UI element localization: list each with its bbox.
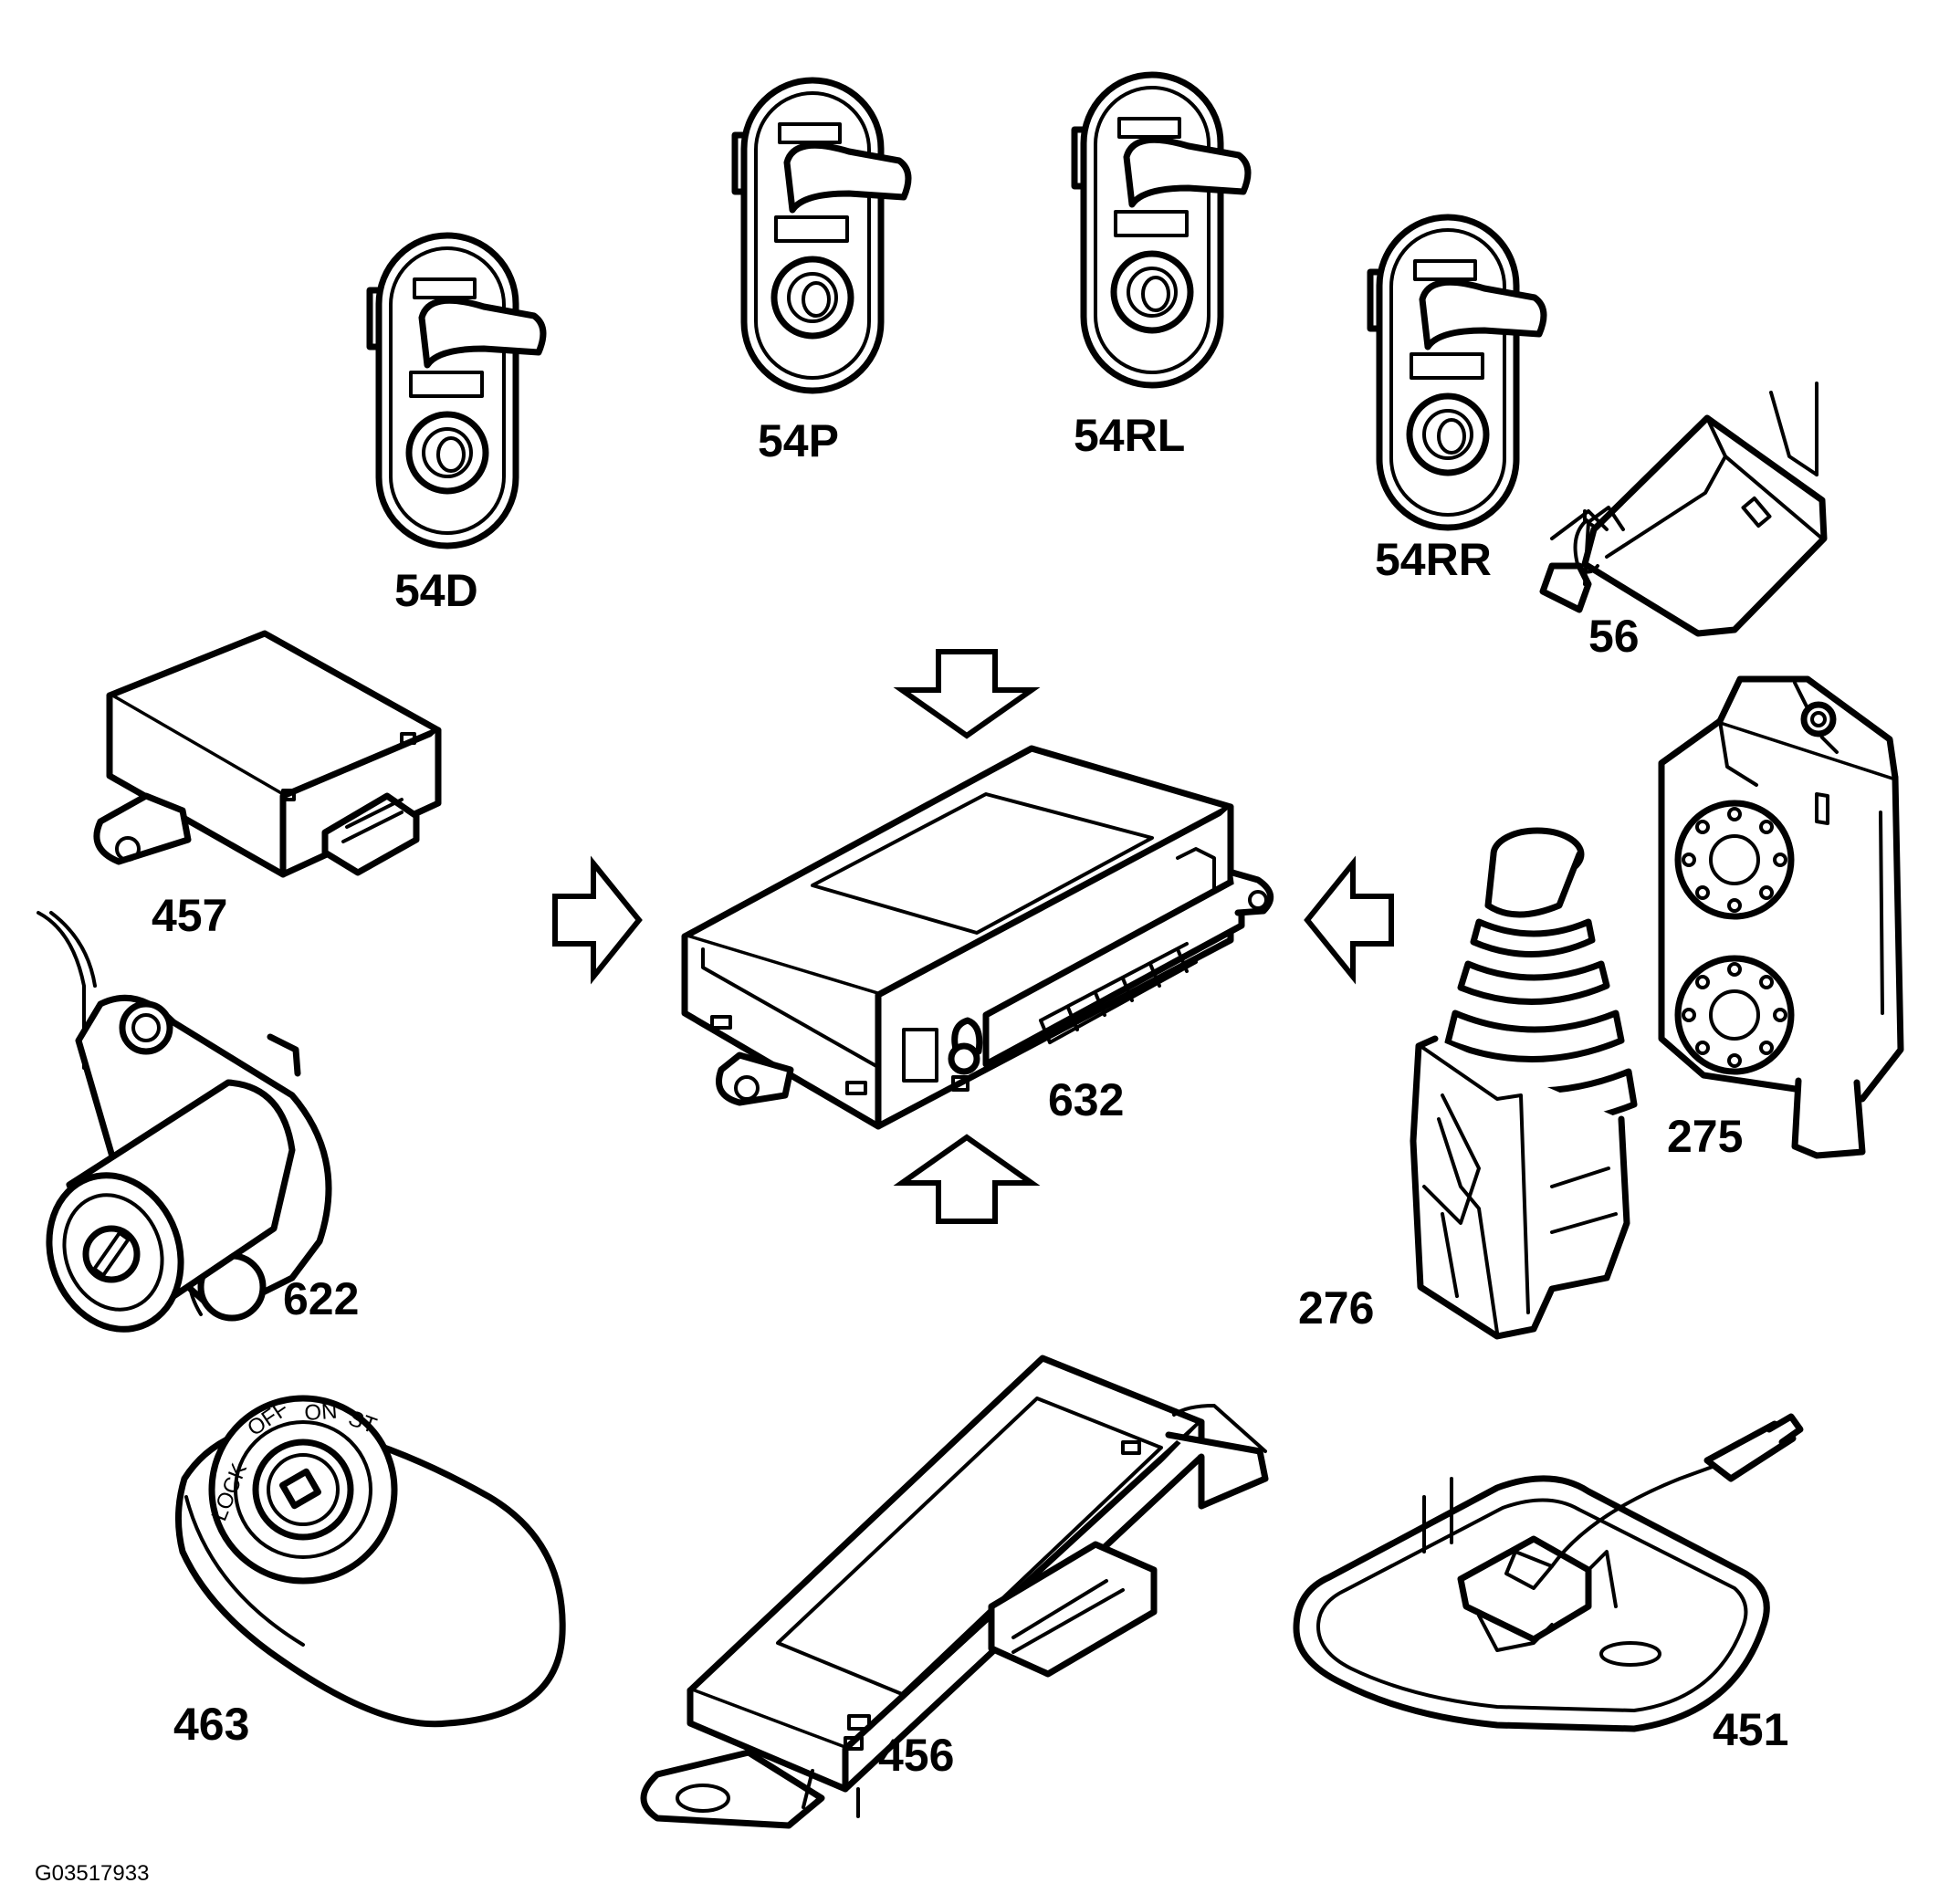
ignition-on-label: ON [304, 1399, 339, 1426]
callout-622: 622 [283, 1273, 359, 1324]
callout-54rl: 54RL [1074, 410, 1185, 461]
callout-276: 276 [1298, 1282, 1374, 1334]
callout-451: 451 [1713, 1704, 1788, 1755]
module-457 [93, 630, 442, 878]
figure-id: G03517933 [35, 1861, 149, 1886]
arrow-from-bottom [893, 1134, 1041, 1224]
interior-sensor-451 [1293, 1413, 1804, 1732]
callout-54p: 54P [758, 415, 839, 466]
callout-463: 463 [173, 1699, 249, 1750]
arrow-from-right [1304, 855, 1394, 985]
door-switch-54rl [1074, 75, 1248, 385]
callout-54d: 54D [394, 565, 478, 616]
callout-632: 632 [1048, 1074, 1124, 1125]
callout-54rr: 54RR [1375, 534, 1492, 585]
door-switch-54d [370, 235, 543, 546]
callout-275: 275 [1667, 1111, 1743, 1162]
hood-switch-56 [1539, 382, 1828, 637]
module-456 [640, 1355, 1269, 1829]
door-switch-54rr [1370, 217, 1544, 528]
callout-457: 457 [152, 890, 227, 941]
callout-56: 56 [1588, 611, 1640, 662]
lock-cylinder-622 [37, 911, 332, 1333]
callout-456: 456 [878, 1730, 954, 1781]
arrow-from-left [552, 855, 643, 985]
siren-275 [1658, 675, 1904, 1159]
tilt-sensor-276 [1410, 827, 1638, 1340]
door-switch-54p [735, 80, 908, 391]
ignition-switch-463: LOCK OFF ON ST [175, 1395, 566, 1728]
control-module-632 [681, 745, 1274, 1130]
arrow-from-top [893, 649, 1041, 739]
